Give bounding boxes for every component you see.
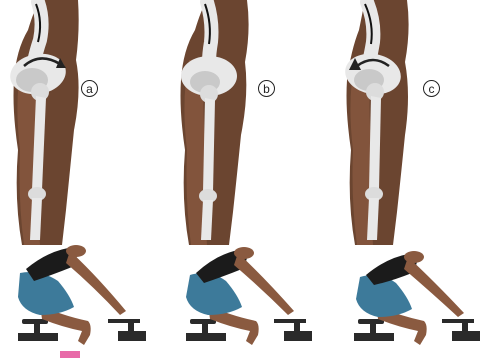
anatomy-panel-c: c (333, 0, 493, 245)
hip-anatomy-illustration-b (165, 0, 325, 245)
arm (234, 253, 294, 315)
panel-label-a: a (81, 80, 98, 97)
arm (404, 257, 464, 317)
panel-label-b: b (258, 80, 275, 97)
femur (369, 96, 381, 190)
hip-anatomy-illustration-a (0, 0, 160, 245)
cyclist-illustration-a (0, 245, 160, 358)
cyclist-panel-b (166, 245, 326, 358)
cyclist-panel-c (334, 245, 494, 358)
cyclist-illustration-b (166, 245, 326, 358)
cyclist-illustration-c (334, 245, 494, 358)
cyclist-panel-a (0, 245, 160, 358)
arm (66, 251, 126, 315)
anatomy-panel-a: a (0, 0, 160, 245)
cycling-shorts (18, 272, 74, 315)
panel-label-c: c (423, 80, 440, 97)
hip-anatomy-illustration-c (333, 0, 493, 245)
anatomy-panel-b: b (165, 0, 325, 245)
femur (203, 98, 215, 192)
